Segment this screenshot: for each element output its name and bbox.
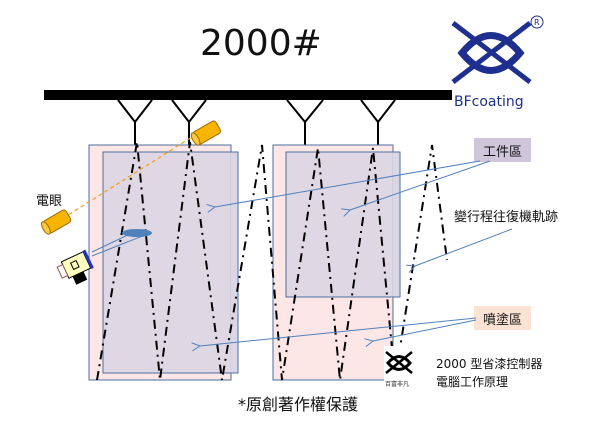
sensor-beam [56,131,201,223]
brand-name: BFcoating [454,94,524,110]
spray-area-label: 噴塗區 [483,312,522,328]
electric-eye-label: 電眼 [36,194,62,209]
electric-eye-receiver-icon [190,120,222,146]
conveyor-rail [44,90,452,100]
page-title: 2000# [200,23,322,64]
registered-mark: R [534,18,540,27]
workpiece-1 [102,151,239,374]
workpiece-area-label-box [474,138,531,162]
hangers [117,99,396,152]
workpiece-area-label: 工件區 [483,145,522,160]
controller-title-line1: 2000 型省漆控制器 [436,357,542,371]
workpiece-2 [285,151,401,298]
baifu-logo-text: 百富非凡 [385,380,409,388]
baifu-logo: 百富非凡 [384,346,414,388]
trajectory-label: 變行程往復機軌跡 [454,209,558,225]
reciprocator-trajectory [96,141,448,381]
spray-area-label-box [474,306,531,330]
spray-gun-icon [56,229,152,285]
electric-eye-emitter-icon [41,209,72,235]
callout-arrows [200,160,513,346]
bfcoating-logo: R BFcoating [451,15,544,110]
copyright-notice: *原創著作權保護 [238,395,358,414]
controller-title-line2: 電腦工作原理 [436,374,508,389]
